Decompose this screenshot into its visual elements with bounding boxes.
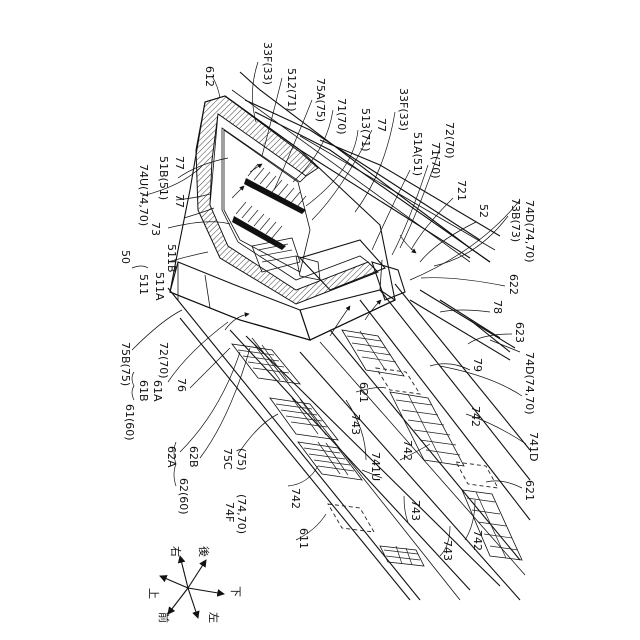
label-742-c: 742 [471,530,484,551]
label-76: 76 [175,378,188,392]
label-623: 623 [513,322,526,343]
label-51a: 51A(51) [411,132,424,176]
compass-up: 上 [147,588,160,599]
label-74f: 74F [223,502,236,522]
label-78: 78 [491,300,504,314]
label-511: 511 [137,274,150,295]
label-75a: 75A(75) [314,78,327,122]
label-51b: 51B(51) [157,156,170,200]
reference-labels: 33F(33) 512(71) 612 75A(75) 71(70) 513(7… [119,42,540,561]
label-74u: 74U(74,70) [137,164,150,226]
label-77-b: 77 [173,156,186,170]
compass-down: 下 [229,586,242,597]
label-743-a: 743 [349,414,362,435]
label-61: 61(60) [123,404,136,441]
label-61b: 61B [137,380,150,402]
label-742-a: 742 [401,440,414,461]
label-742-d: 742 [469,406,482,427]
label-612: 612 [203,66,216,87]
grille-d [380,546,424,566]
label-71-a: 71(70) [335,98,348,135]
label-50: 50 [119,250,132,264]
label-72-a: 72(70) [443,122,456,159]
label-74d-a: 74D(74,70) [523,200,536,263]
label-62b: 62B [187,446,200,468]
label-621-b: 621 [523,480,536,501]
label-611: 611 [297,528,310,549]
label-33f-mid: 33F(33) [397,88,410,131]
label-74d-b: 74D(74,70) [523,352,536,415]
label-33f-top: 33F(33) [261,42,274,85]
label-741d: 741D [527,432,540,461]
label-512: 512(71) [285,68,298,112]
label-74f-paren: (74,70) [235,494,248,534]
label-62: 62(60) [177,478,190,515]
label-73: 73 [149,222,162,236]
label-71-b: 71(70) [429,142,442,179]
label-75c-paren: (75) [235,448,248,471]
label-79: 79 [471,358,484,372]
grille-a [232,344,300,384]
grille-e [342,330,404,376]
label-742-b: 742 [289,488,302,509]
label-513: 513(71) [359,108,372,152]
label-741u: 741U [369,452,382,481]
label-61a: 61A [151,380,164,402]
label-77-c: 77 [173,194,186,208]
label-77-a: 77 [375,118,388,132]
label-622: 622 [507,274,520,295]
compass-right: 右 [169,546,183,557]
direction-compass: 上 右 後 下 前 左 [147,546,242,623]
label-743-c: 743 [441,540,454,561]
label-511a: 511A [153,272,166,301]
label-75b: 75B(75) [119,342,132,386]
label-72-b: 72(70) [157,342,170,379]
label-52: 52 [477,204,490,218]
label-511b: 511B [165,244,178,273]
label-75c: 75C [221,448,234,470]
label-743-b: 743 [409,500,422,521]
label-721: 721 [455,180,468,201]
compass-left: 左 [207,612,220,623]
label-73b: 73B(73) [509,198,522,242]
compass-back: 後 [197,546,211,557]
compass-front: 前 [157,612,171,623]
label-621-a: 621 [357,382,370,403]
